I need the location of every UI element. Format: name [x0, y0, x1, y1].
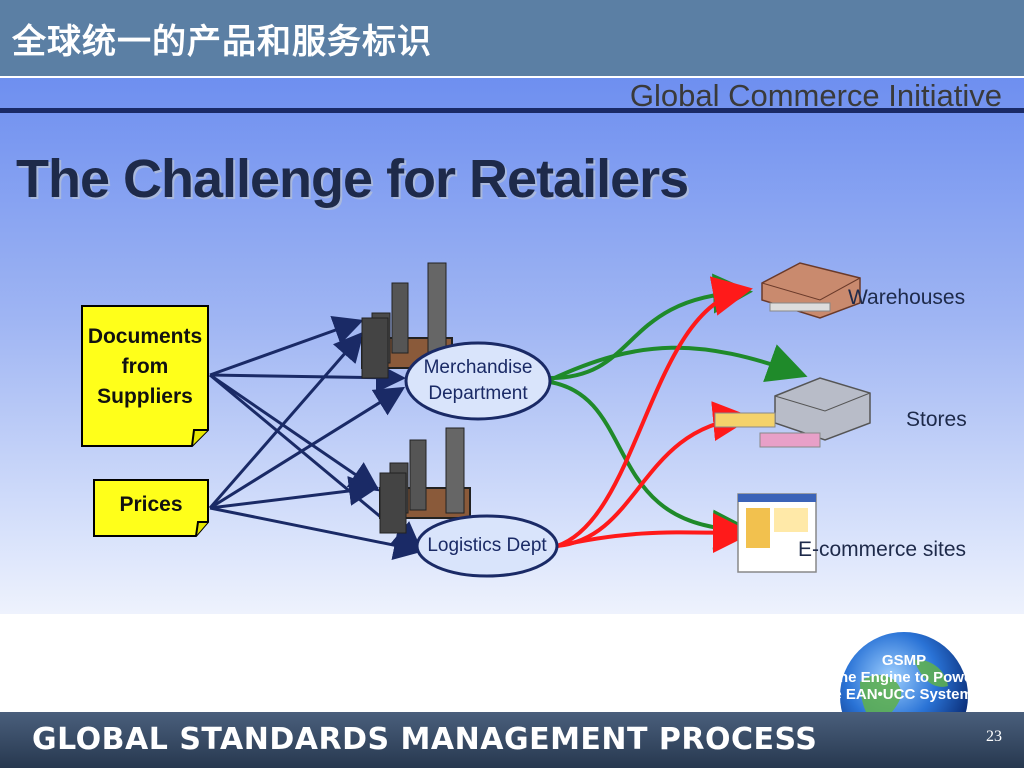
factory-icon: [361, 262, 453, 379]
globe-line-3: the EAN•UCC System: [819, 686, 973, 703]
footer-bar: GLOBAL STANDARDS MANAGEMENT PROCESS: [0, 712, 1024, 768]
slide-title: 全球统一的产品和服务标识: [12, 22, 432, 62]
warehouses-label: Warehouses: [848, 286, 966, 309]
logistics-arrows: [556, 276, 753, 553]
documents-line-1: Documents: [87, 325, 203, 348]
slide-image: Global Commerce Initiative The Challenge…: [0, 78, 1024, 614]
documents-note: [81, 305, 209, 447]
documents-line-2: from: [121, 355, 169, 378]
footer-text: GLOBAL STANDARDS MANAGEMENT PROCESS: [32, 722, 818, 757]
merchandise-line-2: Department: [428, 383, 528, 404]
page-number: 23: [986, 728, 1002, 745]
merchandise-label: Merchandise Department: [406, 355, 550, 407]
globe-line-2: The Engine to Power: [829, 669, 979, 686]
banner-line: [0, 108, 1024, 113]
logistics-ellipse: [415, 514, 559, 578]
globe-line-1: GSMP: [881, 652, 927, 669]
documents-line-3: Suppliers: [97, 385, 193, 408]
flow-diagram: [81, 262, 871, 578]
stores-label: Stores: [906, 408, 967, 431]
logistics-label: Logistics Dept: [427, 535, 547, 556]
warehouse-icon: [761, 262, 861, 319]
title-bar: 全球统一的产品和服务标识: [0, 0, 1024, 76]
factory-icon: [379, 427, 471, 534]
documents-label: Documents from Suppliers: [82, 322, 208, 412]
prices-note: [93, 479, 209, 537]
prices-label: Prices: [119, 493, 183, 516]
store-icon: [714, 377, 871, 448]
slide-heading: The Challenge for Retailers: [16, 149, 689, 209]
ecommerce-icon: [737, 493, 817, 573]
merchandise-ellipse: [404, 341, 552, 421]
banner-text: Global Commerce Initiative: [629, 78, 1002, 113]
ecommerce-label: E-commerce sites: [798, 538, 967, 561]
merchandise-line-1: Merchandise: [423, 357, 533, 378]
